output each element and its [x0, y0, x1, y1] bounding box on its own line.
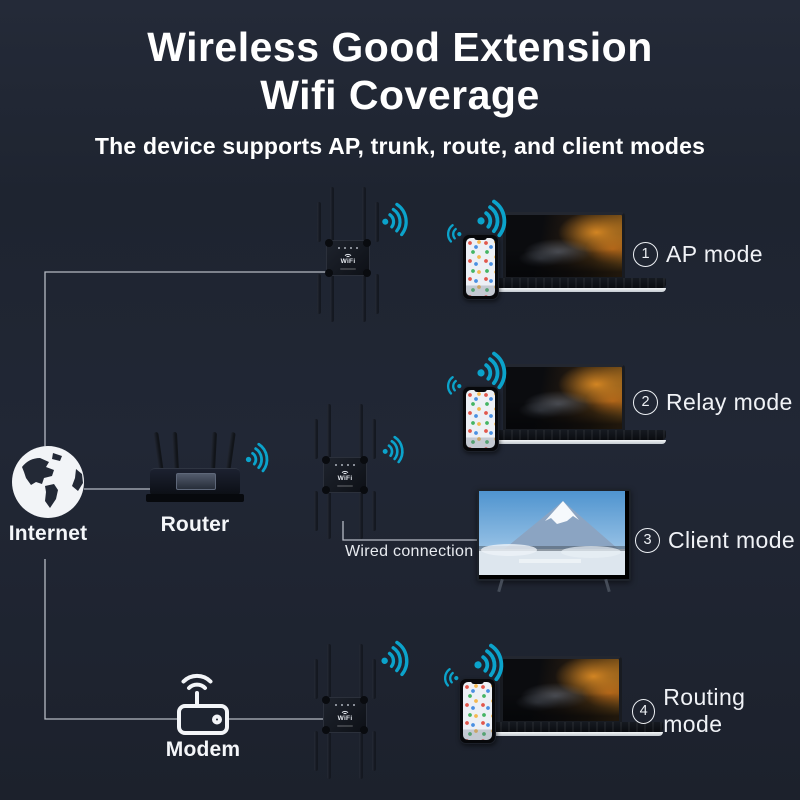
router-body: [150, 468, 240, 495]
repeater-antenna: [330, 274, 334, 322]
internet-globe-icon: [10, 444, 86, 520]
laptop-edge: [487, 440, 666, 444]
repeater-antenna: [330, 187, 334, 242]
laptop-keyboard: [487, 430, 666, 440]
repeater-antenna: [362, 187, 366, 242]
repeater-antenna: [317, 202, 321, 242]
mode-label-relay: 2 Relay mode: [633, 389, 793, 416]
internet-label: Internet: [8, 522, 88, 545]
wifi-signal-icon: [375, 638, 416, 679]
wifi-arcs-icon: [324, 469, 366, 475]
wifi-signal-icon: [471, 349, 514, 392]
wifi-repeater-device: WiFi: [314, 644, 376, 779]
mode-label-ap: 1 AP mode: [633, 241, 763, 268]
laptop-screen: [503, 212, 625, 280]
laptop-edge: [487, 288, 666, 292]
mode-label-client: 3 Client mode: [635, 527, 795, 554]
wifi-signal-icon: [378, 434, 410, 466]
page-subtitle: The device supports AP, trunk, route, an…: [94, 132, 706, 159]
router-antenna: [209, 431, 218, 473]
mode-number-circle: 3: [635, 528, 660, 553]
smartphone: [462, 386, 499, 452]
smartphone-notch: [471, 681, 484, 684]
smartphone: [462, 234, 499, 300]
repeater-antenna: [362, 274, 366, 322]
wifi-arcs-icon: [324, 709, 366, 715]
repeater-led-indicators: [324, 464, 366, 466]
smartphone-screen: [466, 238, 495, 296]
router-front-panel: [176, 473, 216, 490]
router-antenna: [153, 431, 164, 473]
laptop-keyboard: [487, 278, 666, 288]
laptop-screen: [500, 656, 622, 724]
mode-number-circle: 1: [633, 242, 658, 267]
wifi-arcs-icon: [327, 252, 369, 258]
smartphone: [459, 678, 496, 744]
wifi-signal-icon-small: [442, 222, 465, 245]
mode-label-text: AP mode: [666, 241, 763, 267]
mode-number-circle: 2: [633, 390, 658, 415]
client-devices-relay: [440, 348, 670, 483]
wired-connection-label: Wired connection: [345, 543, 474, 560]
router-device: [146, 431, 244, 504]
laptop: [487, 364, 666, 444]
repeater-body: WiFi: [325, 239, 371, 277]
laptop-edge: [484, 732, 663, 736]
mode-label-text: Routing mode: [663, 684, 746, 737]
router-label: Router: [160, 513, 230, 536]
repeater-led-indicators: [324, 704, 366, 706]
repeater-brand: WiFi: [337, 475, 353, 482]
smartphone-screen: [463, 682, 492, 740]
wifi-signal-icon-small: [442, 374, 465, 397]
wifi-repeater-device: WiFi: [317, 187, 379, 322]
laptop: [484, 656, 663, 736]
modem-label: Modem: [165, 738, 241, 761]
repeater-antenna: [317, 274, 321, 314]
repeater-subtext: [337, 485, 353, 487]
mode-label-text: Relay mode: [666, 389, 793, 415]
repeater-body: WiFi: [322, 696, 368, 734]
repeater-antenna: [375, 274, 379, 314]
laptop-screen: [503, 364, 625, 432]
wifi-signal-icon: [471, 197, 514, 240]
laptop-keyboard: [484, 722, 663, 732]
smart-tv: [477, 489, 631, 593]
repeater-subtext: [340, 268, 356, 270]
router-antenna: [225, 431, 236, 473]
mode-label-text: Client mode: [668, 527, 796, 553]
header: Wireless Good Extension Wifi Coverage Th…: [0, 24, 800, 160]
router-antenna: [171, 431, 180, 473]
mode-number-circle: 4: [632, 698, 656, 724]
repeater-subtext: [337, 725, 353, 727]
wifi-signal-icon: [241, 441, 275, 475]
repeater-antenna: [375, 202, 379, 242]
client-devices-routing: [437, 640, 667, 775]
laptop: [487, 212, 666, 292]
mode-label-routing: 4 Routing mode: [632, 684, 800, 738]
repeater-body: WiFi: [322, 456, 368, 494]
smartphone-screen: [466, 390, 495, 448]
wifi-signal-icon-small: [439, 666, 462, 689]
client-devices-ap: [440, 196, 670, 331]
wifi-signal-icon: [377, 201, 416, 240]
smartphone-notch: [474, 389, 487, 392]
page-title-line1: Wireless Good Extension: [147, 24, 653, 70]
smartphone-notch: [474, 237, 487, 240]
repeater-brand: WiFi: [340, 258, 356, 265]
router-base: [146, 494, 244, 502]
wifi-repeater-device: WiFi: [314, 404, 376, 539]
repeater-brand: WiFi: [337, 715, 353, 722]
page-title-line2: Wifi Coverage: [260, 71, 540, 118]
repeater-led-indicators: [327, 247, 369, 249]
wifi-signal-icon: [468, 641, 511, 684]
modem-icon: [174, 666, 232, 738]
tv-screen: [477, 489, 631, 581]
